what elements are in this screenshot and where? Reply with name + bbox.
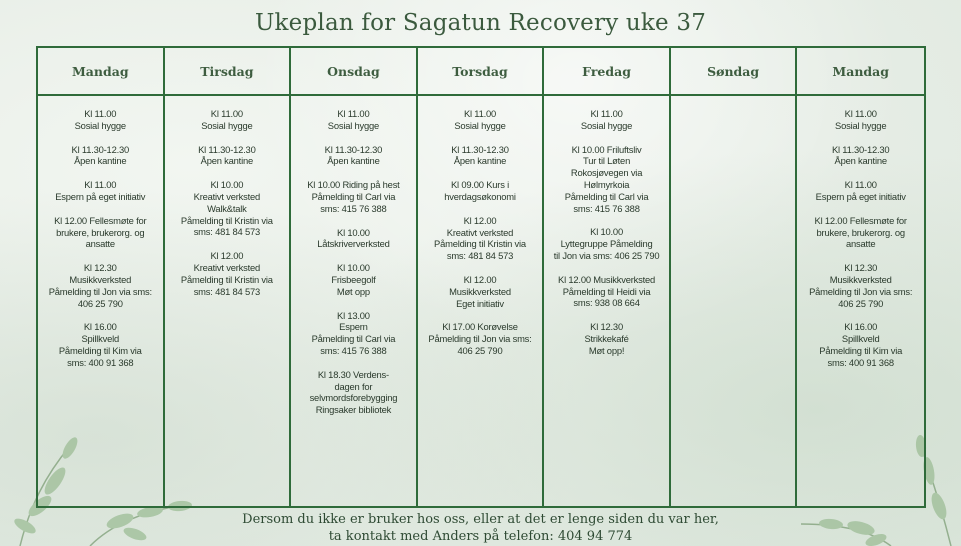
activity-entry: Kl 10.00 Lyttegruppe Påmelding til Jon v… (553, 226, 660, 261)
day-header: Onsdag (291, 48, 418, 96)
activity-entry: Kl 09.00 Kurs i hverdagsøkonomi (444, 179, 516, 202)
activity-entry: Kl 11.00 Espern på eget initiativ (815, 179, 906, 202)
day-column (671, 96, 798, 506)
activity-entry: Kl 11.30-12.30 Åpen kantine (451, 143, 509, 167)
leaves-decoration-right (800, 435, 952, 546)
activity-entry: Kl 10.00 Frisbeegolf Møt opp (331, 262, 376, 297)
activity-entry: Kl 12.30 Musikkverksted Påmelding til Jo… (48, 262, 152, 309)
activity-entry: Kl 11.00 Sosial hygge (454, 108, 506, 131)
day-header: Torsdag (417, 48, 545, 96)
activity-entry: Kl 11.30-12.30 Åpen kantine (198, 143, 256, 167)
day-column: Kl 11.00 Sosial hygge Kl 11.30-12.30 Åpe… (418, 96, 545, 506)
activity-entry: Kl 11.30-12.30 Åpen kantine (831, 143, 890, 167)
activity-entry: Kl 12.00 Fellesmøte for brukere, brukero… (54, 214, 147, 250)
day-column: Kl 11.00 Sosial hygge Kl 11.30-12.30 Åpe… (165, 96, 292, 506)
day-header: Fredag (544, 48, 671, 96)
activity-entry: Kl 11.00 Sosial hygge (580, 108, 633, 131)
day-column: Kl 11.00 Sosial hygge Kl 11.30-12.30 Åpe… (291, 96, 418, 506)
page-title: Ukeplan for Sagatun Recovery uke 37 (254, 10, 707, 36)
activity-entry: Kl 13.00 Espern Påmelding til Carl via s… (311, 309, 396, 356)
day-column: Kl 11.00 Sosial hygge Kl 10.00 Friluftsl… (544, 96, 671, 506)
activity-entry: Kl 11.00 Sosial hygge (201, 108, 253, 131)
activity-entry: Kl 11.00 Sosial hygge (327, 108, 380, 131)
activity-entry: Kl 16.00 Spillkveld Påmelding til Kim vi… (819, 321, 903, 368)
activity-entry: Kl 12.00 Fellesmøte for brukere, brukero… (814, 214, 908, 250)
leaves-decoration-left (14, 437, 192, 546)
activity-entry: Kl 10.00 Friluftsliv Tur til Løten Rokos… (564, 143, 649, 214)
activity-entry: Kl 16.00 Spillkveld Påmelding til Kim vi… (58, 321, 142, 368)
footer-contact-note: Dersom du ikke er bruker hos oss, eller … (242, 512, 719, 544)
activity-entry: Kl 10.00 Riding på hest Påmelding til Ca… (307, 179, 400, 214)
activity-entry: Kl 12.00 Kreativt verksted Påmelding til… (434, 214, 526, 262)
activity-entry: Kl 11.00 Espern på eget initiativ (55, 179, 146, 202)
activity-entry: Kl 18.30 Verdens- dagen for selvmordsfor… (309, 368, 398, 416)
activity-entry: Kl 17.00 Korøvelse Påmelding til Jon via… (428, 321, 532, 356)
activity-entry: Kl 12.00 Musikkverksted Påmelding til He… (558, 273, 656, 309)
activity-entry: Kl 11.30-12.30 Åpen kantine (324, 143, 383, 167)
activity-entry: Kl 10.00 Låtskriververksted (317, 226, 390, 250)
schedule-table: Mandag Tirsdag Onsdag Torsdag Fredag Søn… (36, 46, 926, 508)
activity-entry: Kl 12.00 Kreativt verksted Påmelding til… (180, 250, 273, 297)
activity-entry: Kl 11.30-12.30 Åpen kantine (71, 143, 130, 167)
activity-entry: Kl 12.30 Musikkverksted Påmelding til Jo… (809, 262, 913, 309)
activity-entry: Kl 11.00 Sosial hygge (74, 108, 126, 131)
activity-entry: Kl 11.00 Sosial hygge (835, 108, 887, 131)
day-column: Kl 11.00 Sosial hygge Kl 11.30-12.30 Åpe… (38, 96, 165, 506)
day-header: Mandag (38, 48, 165, 96)
day-header: Tirsdag (164, 48, 292, 96)
day-header: Mandag (797, 48, 924, 96)
activity-entry: Kl 10.00 Kreativt verksted Walk&talk Påm… (180, 179, 273, 238)
day-column: Kl 11.00 Sosial hygge Kl 11.30-12.30 Åpe… (797, 96, 924, 506)
activity-entry: Kl 12.00 Musikkverksted Eget initiativ (449, 273, 511, 309)
day-header: Søndag (670, 48, 798, 96)
activity-entry: Kl 12.30 Strikkekafé Møt opp! (584, 321, 629, 356)
